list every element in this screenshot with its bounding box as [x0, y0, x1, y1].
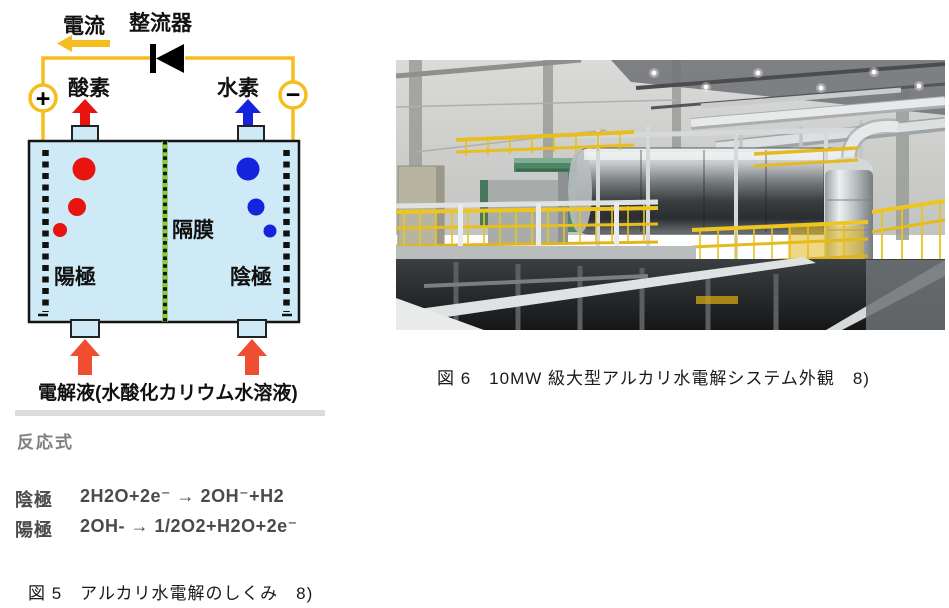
- electrolyte-inlet-arrow-right-icon: [237, 339, 267, 375]
- divider: [15, 410, 325, 416]
- upper-right-yellow-railing: [753, 146, 859, 168]
- figure5-diagram: 電流 整流器 + − 酸素 水素 隔膜: [27, 11, 308, 404]
- electrolyte-inlet-left: [70, 319, 100, 338]
- cabinet-shade: [436, 166, 444, 294]
- minus-terminal-sign: −: [286, 81, 301, 109]
- hydrogen-arrow-icon: [235, 99, 261, 130]
- electrode-label: 陰極: [15, 490, 53, 510]
- circuit-wire: [41, 56, 295, 140]
- diode-icon: [156, 44, 184, 73]
- plant-photo-illustration: [395, 57, 946, 330]
- current-label: 電流: [63, 14, 105, 38]
- reaction-row-cathode: 陰極 2H2O+2e⁻ → 2OH⁻+H2: [15, 486, 345, 510]
- electrolyte-label: 電解液(水酸化カリウム水溶液): [38, 381, 298, 404]
- oxygen-bubbles: [53, 157, 96, 237]
- electrolyte-inlet-arrow-left-icon: [70, 339, 100, 375]
- hydrogen-bubbles: [236, 157, 277, 238]
- figure6-caption: 図 6 10MW 級大型アルカリ水電解システム外観 8): [437, 369, 870, 388]
- electrolyzer-tank: [568, 147, 853, 235]
- right-mid-railing: [691, 220, 869, 266]
- plus-terminal: [28, 83, 58, 113]
- anode-label: 陽極: [54, 265, 96, 289]
- electrolyte-inlet-right: [237, 319, 267, 338]
- reaction-heading: 反応式: [17, 433, 74, 452]
- current-arrow-icon: [57, 35, 110, 52]
- oxygen-label: 酸素: [68, 76, 110, 100]
- formula-text: 2H2O+2e⁻ → 2OH⁻+H2: [80, 486, 285, 506]
- upper-yellow-railing: [455, 130, 635, 156]
- hydrogen-outlet-nozzle: [237, 125, 265, 143]
- ceiling-lights: [649, 67, 924, 93]
- minus-terminal: [278, 80, 308, 110]
- membrane-label: 隔膜: [172, 218, 214, 242]
- formula-text: 2OH- → 1/2O2+H2O+2e⁻: [80, 516, 298, 536]
- rectifier-label: 整流器: [129, 11, 193, 35]
- cathode-label: 陰極: [230, 265, 272, 289]
- figure6-photo: [395, 57, 946, 330]
- reaction-row-anode: 陽極 2OH- → 1/2O2+H2O+2e⁻: [15, 516, 345, 540]
- pit-structure: [396, 257, 945, 330]
- plus-terminal-sign: +: [36, 85, 51, 113]
- electrode-label: 陽極: [15, 520, 53, 540]
- diode-bar-icon: [150, 44, 156, 73]
- main-left-railing: [395, 199, 659, 248]
- oxygen-outlet-nozzle: [71, 125, 99, 143]
- platform-deck-left: [396, 246, 696, 260]
- oxygen-arrow-icon: [72, 99, 98, 130]
- figure5-caption: 図 5 アルカリ水電解のしくみ 8): [28, 584, 314, 603]
- hydrogen-label: 水素: [217, 76, 259, 100]
